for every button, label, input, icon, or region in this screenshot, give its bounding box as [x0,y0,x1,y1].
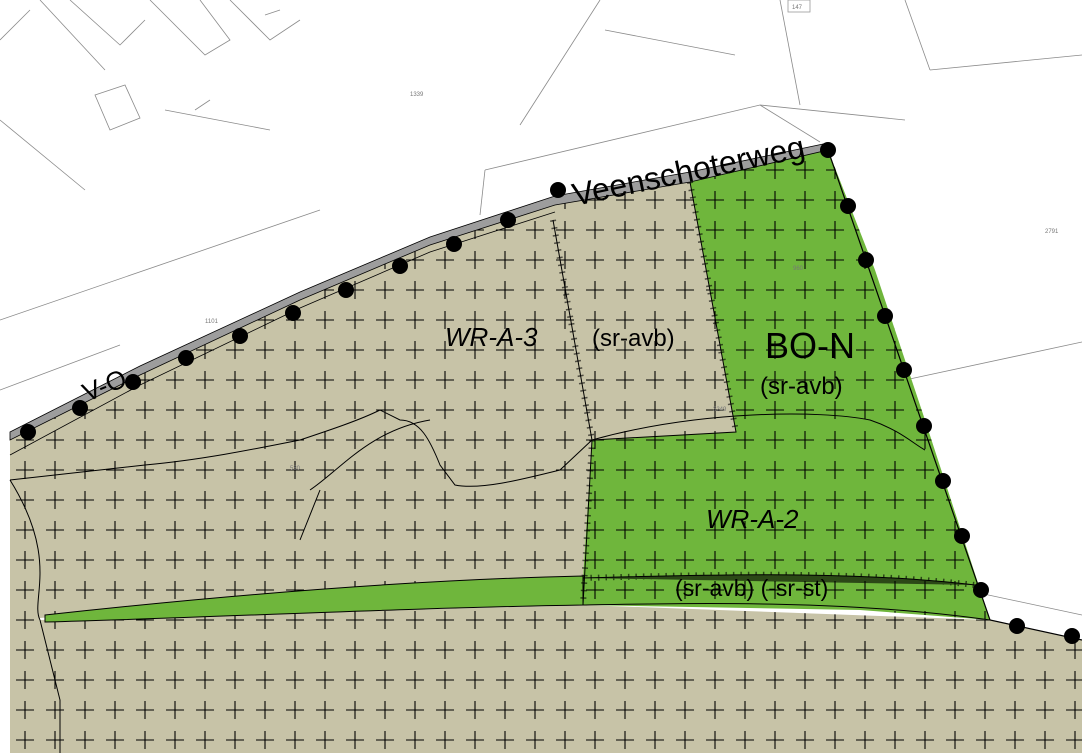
parcel-147-box [787,0,811,13]
parcel-2791: 2791 [1045,229,1059,235]
road-edge [9,211,556,456]
boundary-dot-icon [232,328,248,344]
zone-label-bo-n: BO-N [765,325,855,366]
zone-label-wr-a-2-sub: (sr-avb) (-sr-st) [675,575,828,601]
mixed-zone-hatch [10,182,1082,753]
parcel-960: 960 [793,266,804,272]
boundary-dot-icon [285,305,301,321]
parcel-530: 530 [290,466,301,472]
parcel-3249: 3249 [713,407,727,413]
zone-label-wr-a-2: WR-A-2 [706,504,799,534]
parcel-1101: 1101 [205,319,219,325]
parcel-1339: 1339 [410,92,424,98]
boundary-dot-icon [954,528,970,544]
boundary-dot-icon [178,350,194,366]
boundary-dot-icon [840,198,856,214]
zone-label-wr-a-3: WR-A-3 [445,322,538,352]
nature-zone-hatch [583,150,990,620]
zone-label-bo-n-sub: (sr-avb) [760,373,843,400]
cadastral-lines [0,0,1082,616]
boundary-dot-icon [338,282,354,298]
boundary-dot-icon [125,374,141,390]
boundary-ticks [550,181,976,606]
east-boundary-line [827,149,1082,641]
boundary-dot-icon [1064,628,1080,644]
boundary-dot-icon [973,582,989,598]
boundary-dot-icon [500,212,516,228]
boundary-dot-icon [392,258,408,274]
zone-label-wr-a-3-sub: (sr-avb) [592,325,675,352]
boundary-dot-icon [446,236,462,252]
boundary-dot-icon [550,182,566,198]
plan-boundary [20,142,1080,644]
parcel-147: 147 [792,5,803,11]
boundary-dot-icon [935,473,951,489]
boundary-dot-icon [916,418,932,434]
boundary-dot-icon [20,424,36,440]
boundary-dot-icon [72,400,88,416]
